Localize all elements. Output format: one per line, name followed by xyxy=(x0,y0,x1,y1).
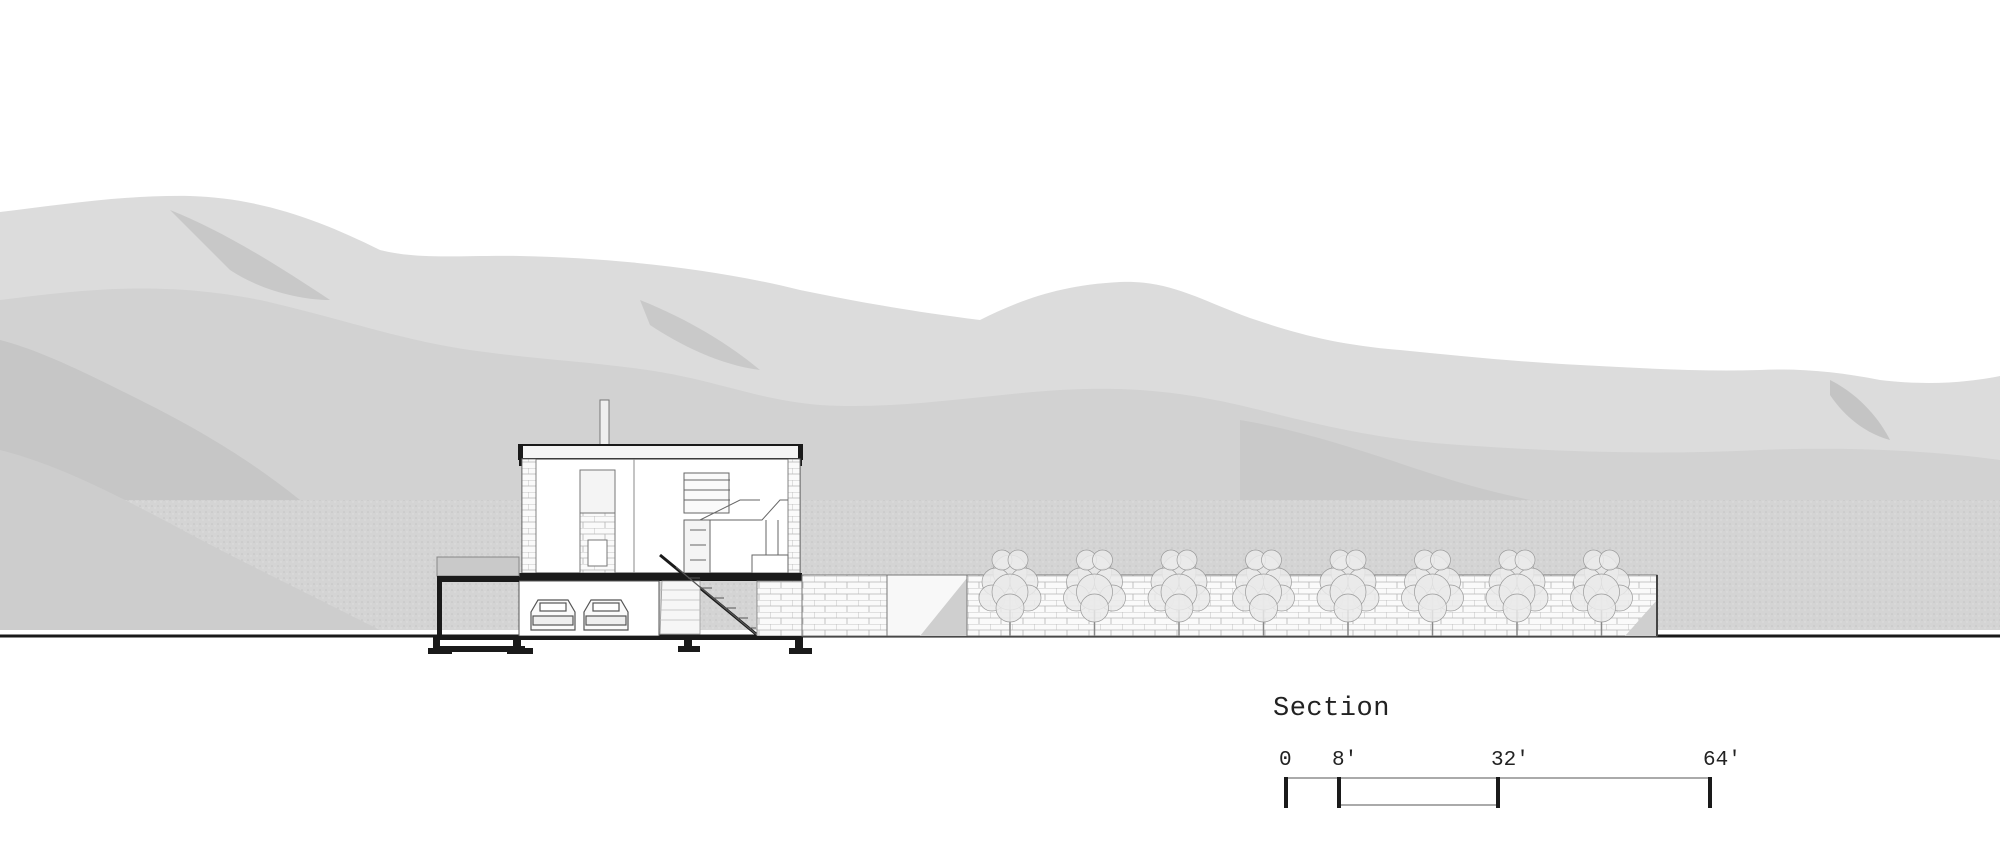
foreground-left-slope xyxy=(0,450,380,630)
scale-tick-label: 64′ xyxy=(1703,749,1741,772)
tree xyxy=(1147,549,1211,636)
ravine-right xyxy=(1830,380,1890,440)
left-brick-wall xyxy=(521,458,537,574)
scale-tick-label: 0 xyxy=(1279,749,1292,772)
tree xyxy=(1063,549,1126,636)
upper-stair xyxy=(683,472,789,574)
car-1 xyxy=(530,599,576,631)
house-section xyxy=(428,399,812,654)
foundations xyxy=(428,636,812,654)
hills-background xyxy=(0,195,2000,630)
ravine-mid xyxy=(640,300,760,370)
shadow-slope-left xyxy=(0,340,300,520)
right-brick-wall xyxy=(787,458,801,574)
tree xyxy=(1232,549,1295,636)
tree xyxy=(1485,549,1549,636)
terrace-railing xyxy=(436,556,520,577)
ravine-left xyxy=(170,210,330,300)
car-2 xyxy=(583,599,629,631)
brick-wall-segment xyxy=(801,574,888,637)
tree xyxy=(1316,549,1380,636)
tree xyxy=(1401,549,1464,636)
drawing-title: Section xyxy=(1273,694,1390,724)
scale-tick-label: 32′ xyxy=(1491,749,1529,772)
scale-bar xyxy=(1284,777,1712,808)
main-stair xyxy=(659,553,757,636)
roof-slab xyxy=(518,444,803,460)
shadow-slope-right xyxy=(1240,420,1600,510)
tree-row xyxy=(978,549,1633,636)
tree xyxy=(978,549,1042,636)
scale-tick-label: 8′ xyxy=(1332,749,1358,772)
main-floor-slab xyxy=(519,573,802,581)
tree xyxy=(1570,549,1633,636)
chimney xyxy=(599,399,610,446)
garden-wall xyxy=(801,549,1658,637)
